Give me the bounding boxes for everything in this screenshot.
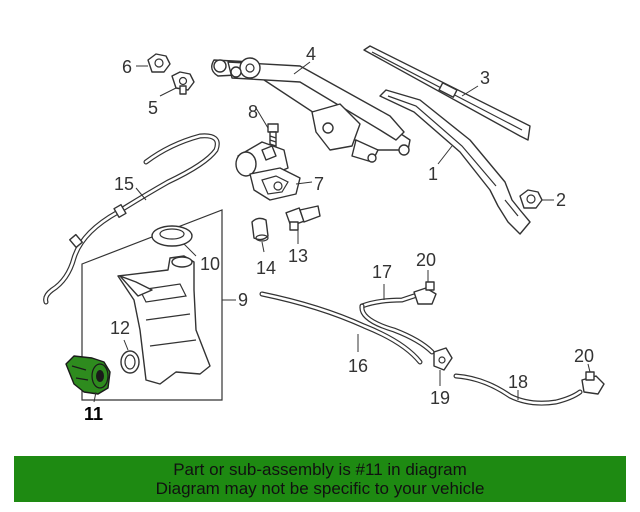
label-16: 16 <box>348 356 368 376</box>
banner-line-1: Part or sub-assembly is #11 in diagram <box>173 460 467 479</box>
label-20-lower: 20 <box>574 346 594 366</box>
label-12: 12 <box>110 318 130 338</box>
callout-labels: 6 5 8 4 3 1 2 7 15 10 9 12 14 13 17 20 1… <box>84 44 594 424</box>
connector-part-19[interactable] <box>433 347 453 371</box>
washer-hose-part-18[interactable] <box>453 373 583 406</box>
wiper-linkage-part-4[interactable] <box>211 57 411 163</box>
nut-part-2[interactable] <box>519 189 543 209</box>
label-5: 5 <box>148 98 158 118</box>
label-8: 8 <box>248 102 258 122</box>
cap-part-10[interactable] <box>151 225 193 247</box>
label-11: 11 <box>84 404 103 424</box>
label-18: 18 <box>508 372 528 392</box>
nut-part-6[interactable] <box>147 53 171 73</box>
label-13: 13 <box>288 246 308 266</box>
label-15: 15 <box>114 174 134 194</box>
label-9: 9 <box>238 290 248 310</box>
washer-hose-part-16[interactable] <box>259 291 423 365</box>
label-20-upper: 20 <box>416 250 436 270</box>
label-17: 17 <box>372 262 392 282</box>
leader-lines <box>93 61 591 403</box>
parts-diagram: 6 5 8 4 3 1 2 7 15 10 9 12 14 13 17 20 1… <box>43 44 605 424</box>
washer-reservoir[interactable] <box>117 255 211 385</box>
wiper-arm-part-1[interactable] <box>379 89 531 235</box>
nozzle-part-20-upper[interactable] <box>413 281 437 305</box>
label-10: 10 <box>200 254 220 274</box>
washer-hose-part-17[interactable] <box>359 293 435 355</box>
label-19: 19 <box>430 388 450 408</box>
wiper-blade-part-3[interactable] <box>363 45 531 141</box>
washer-hose-part-15[interactable] <box>43 133 220 305</box>
bolt-part-5[interactable] <box>171 71 195 95</box>
notice-banner: Part or sub-assembly is #11 in diagram D… <box>14 456 626 502</box>
label-3: 3 <box>480 68 490 88</box>
label-2: 2 <box>556 190 566 210</box>
part-13[interactable] <box>285 205 321 231</box>
banner-line-2: Diagram may not be specific to your vehi… <box>155 479 485 498</box>
grommet-part-12[interactable] <box>120 350 140 374</box>
label-1: 1 <box>428 164 438 184</box>
nozzle-part-20-lower[interactable] <box>581 371 605 395</box>
label-7: 7 <box>314 174 324 194</box>
label-6: 6 <box>122 57 132 77</box>
part-14[interactable] <box>251 217 269 242</box>
washer-pump-part-11[interactable] <box>65 355 111 395</box>
label-4: 4 <box>306 44 316 64</box>
wiper-motor-part-7[interactable] <box>235 141 301 201</box>
label-14: 14 <box>256 258 276 278</box>
